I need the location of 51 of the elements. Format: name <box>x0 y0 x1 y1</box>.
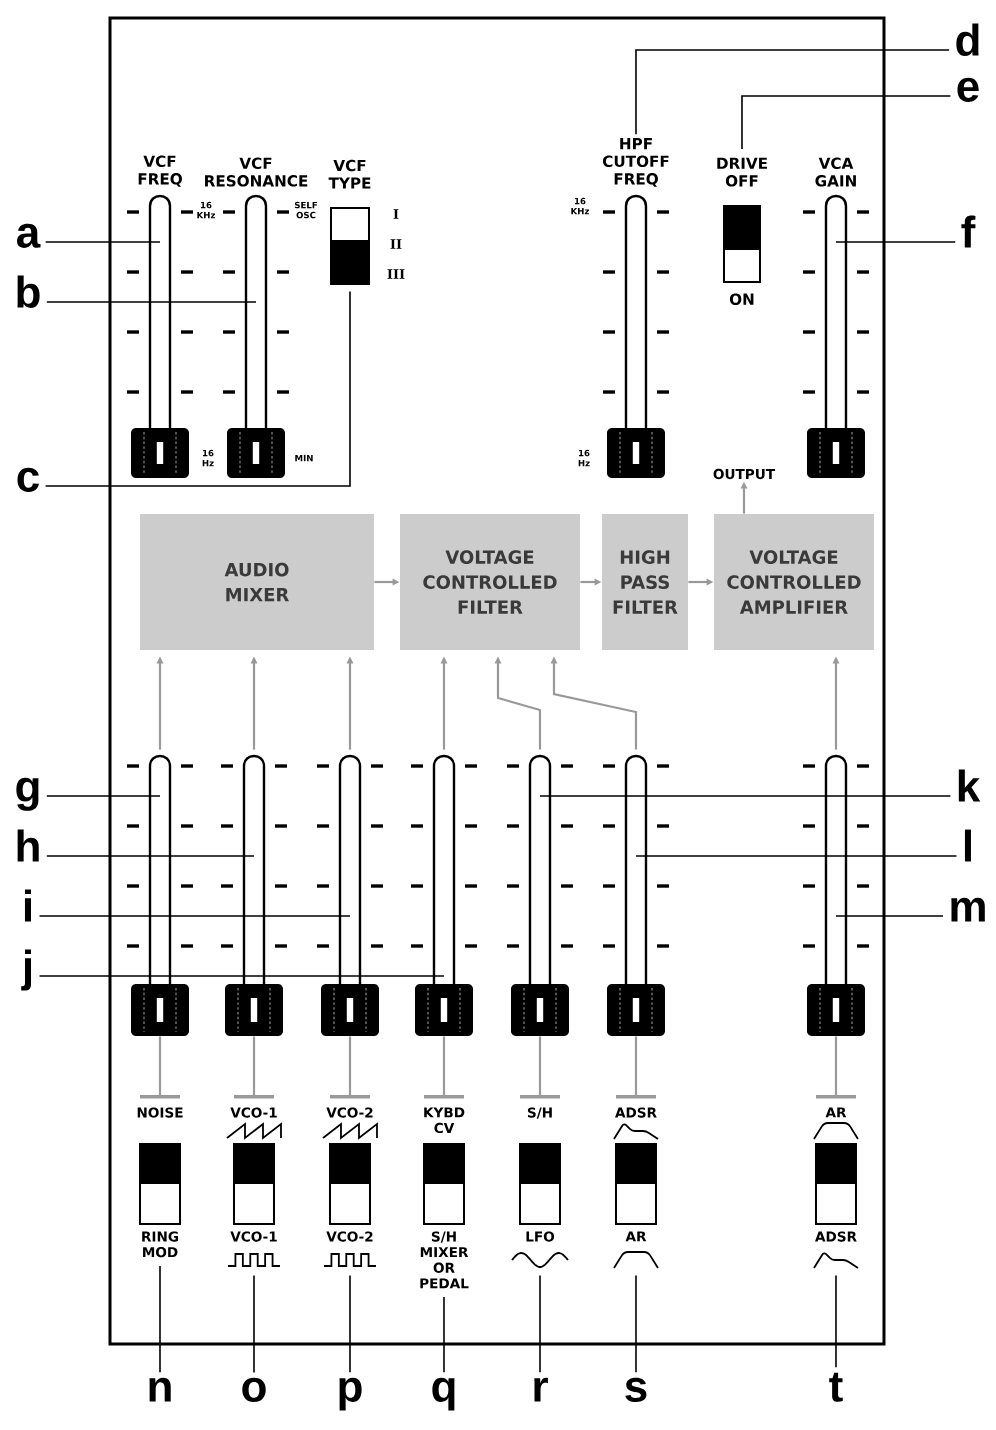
leader-line <box>635 1274 637 1374</box>
callout-letter: q <box>432 1377 455 1411</box>
module-box: VOLTAGE CONTROLLED AMPLIFIER <box>714 514 874 650</box>
leader-line <box>443 1296 445 1374</box>
callout-letter: g <box>16 777 39 811</box>
callout-letter: b <box>17 275 40 308</box>
callout-letter: s <box>625 1377 647 1402</box>
leader-line <box>38 975 445 977</box>
connector-line <box>330 1036 370 1099</box>
callout-letter: n <box>149 1377 171 1402</box>
callout-letter: o <box>242 1377 266 1402</box>
leader-line <box>349 1274 351 1374</box>
leader-line <box>835 915 944 917</box>
connector-line <box>234 1036 274 1099</box>
connector-line <box>140 1036 180 1099</box>
callout-letter: l <box>964 829 971 862</box>
callout-letter: e <box>957 77 979 102</box>
callout-letter: r <box>534 1377 548 1402</box>
connector-line <box>424 1036 464 1099</box>
leader-line <box>741 95 952 150</box>
module-box: HIGH PASS FILTER <box>602 514 688 650</box>
callout-letter: h <box>17 829 39 862</box>
leader-line <box>635 49 950 136</box>
leader-line <box>835 1274 837 1369</box>
leader-line <box>159 1265 161 1374</box>
leader-line <box>635 855 958 857</box>
leader-line <box>38 915 351 917</box>
leader-line <box>539 795 952 797</box>
leader-line <box>44 241 161 243</box>
connector-line <box>520 1036 560 1099</box>
leader-line <box>46 301 257 303</box>
callout-letter: c <box>17 467 39 492</box>
callout-letter: f <box>961 215 976 248</box>
leader-line <box>835 241 957 243</box>
module-box: AUDIO MIXER <box>140 514 374 650</box>
leader-line <box>253 1274 255 1374</box>
callout-letter: d <box>956 23 979 56</box>
callout-letter: j <box>21 949 31 991</box>
callout-letter: k <box>958 769 981 802</box>
leader-line <box>539 1274 541 1374</box>
callout-letter: i <box>24 889 31 922</box>
connector-line <box>616 1036 656 1099</box>
leader-line <box>46 795 161 797</box>
leader-line <box>46 855 255 857</box>
callout-letter: p <box>339 1377 362 1411</box>
module-box: VOLTAGE CONTROLLED FILTER <box>400 514 580 650</box>
callout-letter: a <box>17 223 41 248</box>
callout-letter: t <box>829 1372 843 1402</box>
connector-line <box>816 1036 856 1099</box>
leader-line <box>44 290 351 487</box>
callout-letter: m <box>951 897 985 922</box>
